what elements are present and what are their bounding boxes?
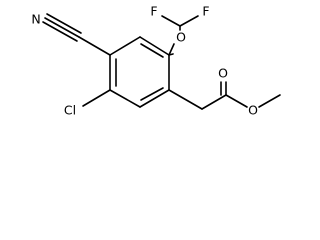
chemical-structure-diagram: N Cl O F F O O xyxy=(31,4,281,118)
ether-bond-ring-oxygen xyxy=(168,43,175,56)
nitrile-nitrogen-label: N xyxy=(31,12,40,27)
fluorine-left-label: F xyxy=(150,4,157,19)
cf2-bond-right xyxy=(179,15,199,27)
ester-bond xyxy=(225,94,248,108)
ring-bond-bottom-right xyxy=(139,89,170,108)
methyl-acetate-side-chain: O O xyxy=(168,66,281,118)
ring-bond-top-right xyxy=(139,36,170,56)
benzene-ring xyxy=(109,36,170,108)
ester-oxygen-label: O xyxy=(248,103,258,118)
chlorine-label: Cl xyxy=(64,103,76,118)
ring-bond-bottom-left xyxy=(109,89,141,108)
chlorine-bond xyxy=(82,89,111,107)
ring-bond-top-left xyxy=(109,36,141,56)
nitrile-triple-bond-c xyxy=(42,21,78,42)
carbonyl-oxygen-label: O xyxy=(218,66,228,81)
ring-double-bond-top-right xyxy=(140,43,164,58)
nitrile-single-bond xyxy=(78,36,111,56)
methyl-bond xyxy=(258,94,281,108)
cf2-bond-left xyxy=(161,15,181,27)
carbonyl-carbon-bond xyxy=(201,94,227,110)
difluoromethoxy-group: O F F xyxy=(150,4,210,56)
nitrile-triple-bond-b xyxy=(46,13,82,34)
ether-oxygen-label: O xyxy=(176,30,186,45)
ring-double-bond-bottom-right xyxy=(140,87,164,101)
fluorine-right-label: F xyxy=(202,4,209,19)
ch2-bond xyxy=(168,89,203,110)
nitrile-group: N xyxy=(31,12,111,56)
chloro-substituent: Cl xyxy=(64,89,111,118)
nitrile-triple-bond-a xyxy=(44,17,80,38)
